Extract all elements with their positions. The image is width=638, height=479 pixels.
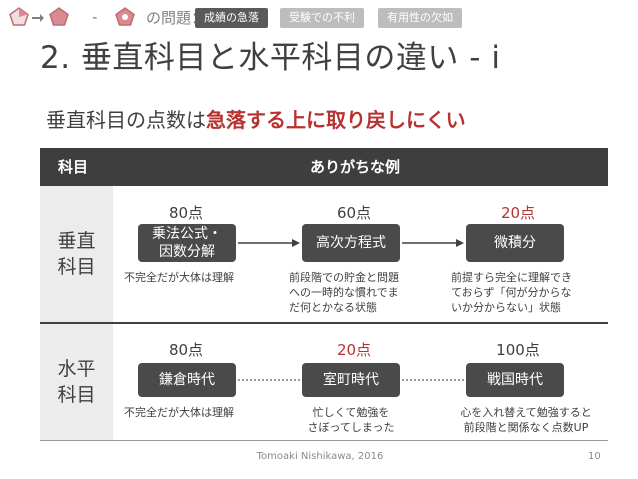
header-dash: - <box>92 8 98 26</box>
score-horizontal-1: 80点 <box>168 341 204 359</box>
slide-subtitle: 垂直科目の点数は急落する上に取り戻しにくい <box>46 104 466 133</box>
score-vertical-1: 80点 <box>168 204 204 222</box>
row-separator <box>40 322 608 324</box>
arrow-connector-1 <box>238 239 300 247</box>
pentagon-filled-icon <box>49 7 69 26</box>
dotted-connector-1 <box>238 379 300 381</box>
subtitle-prefix: 垂直科目の点数は <box>46 108 206 132</box>
row-label-vertical: 垂直 科目 <box>57 230 96 278</box>
desc-horizontal-3: 心を入れ替えて勉強すると 前段階と関係なく点数UP <box>460 406 592 434</box>
tag-grade-drop: 成績の急落 <box>195 8 268 28</box>
topic-box-horizontal-2: 室町時代 <box>302 363 400 397</box>
desc-vertical-1: 不完全だが大体は理解 <box>124 271 234 284</box>
topic-box-horizontal-1: 鎌倉時代 <box>138 363 236 397</box>
row-label-bg-horizontal <box>40 324 113 440</box>
slide-title: 2. 垂直科目と水平科目の違い - i <box>40 40 501 76</box>
score-horizontal-3: 100点 <box>496 341 540 359</box>
row-label-bg-vertical <box>40 186 113 322</box>
tag-lack-of-usefulness: 有用性の欠如 <box>378 8 462 28</box>
desc-horizontal-1: 不完全だが大体は理解 <box>124 406 234 419</box>
row-label-horizontal: 水平 科目 <box>57 358 96 406</box>
arrow-connector-2 <box>402 239 464 247</box>
score-vertical-3: 20点 <box>500 204 536 222</box>
footer-credit: Tomoaki Nishikawa, 2016 <box>256 451 384 462</box>
pentagon-badge-icon <box>115 7 135 26</box>
arrow-right-icon <box>32 14 44 22</box>
header-example: ありがちな例 <box>310 158 401 176</box>
page-number: 10 <box>588 451 601 462</box>
score-horizontal-2: 20点 <box>336 341 372 359</box>
desc-vertical-2: 前段階での貯金と問題 への一時的な慣れでま だ何とかなる状態 <box>289 271 399 314</box>
score-vertical-2: 60点 <box>336 204 372 222</box>
desc-horizontal-2: 忙しくて勉強を さぼってしまった <box>307 406 395 434</box>
problem-label: の問題： <box>146 9 207 27</box>
header-subject: 科目 <box>58 158 89 176</box>
tag-exam-disadvantage: 受験での不利 <box>280 8 364 28</box>
topic-box-vertical-3: 微積分 <box>466 224 564 262</box>
topic-box-vertical-1: 乗法公式・ 因数分解 <box>138 224 236 262</box>
dotted-connector-2 <box>402 379 464 381</box>
topic-box-vertical-2: 高次方程式 <box>302 224 400 262</box>
table-bottom-border <box>40 440 608 441</box>
pentagon-outline-icon <box>9 7 29 26</box>
table-header <box>40 148 608 186</box>
subtitle-highlight: 急落する上に取り戻しにくい <box>206 108 466 132</box>
desc-vertical-3: 前提すら完全に理解でき ておらず「何が分からな いか分からない」状態 <box>451 271 572 314</box>
topic-box-horizontal-3: 戦国時代 <box>466 363 564 397</box>
